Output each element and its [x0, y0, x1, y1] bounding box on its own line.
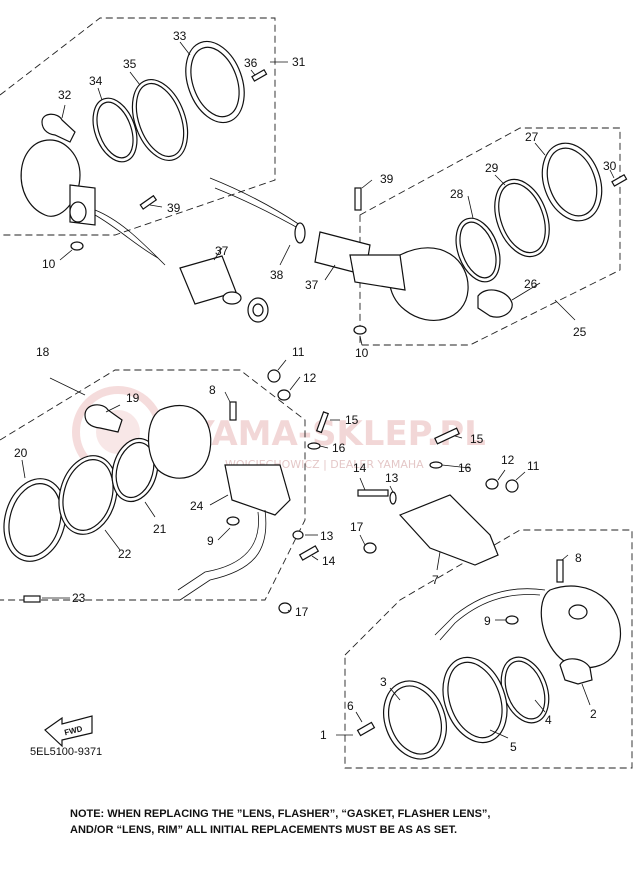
callout-29: 29	[485, 161, 499, 175]
callout-7: 7	[432, 573, 439, 587]
callout-37-left: 37	[215, 244, 229, 258]
callout-13-upper: 13	[385, 471, 399, 485]
callout-4: 4	[545, 713, 552, 727]
callout-17-lower: 17	[295, 605, 309, 619]
callout-9-right: 9	[484, 614, 491, 628]
callout-16-right: 16	[458, 461, 472, 475]
callout-18: 18	[36, 345, 50, 359]
callout-13-lower: 13	[320, 529, 334, 543]
callout-10-left: 10	[42, 257, 56, 271]
callout-16-left: 16	[332, 441, 346, 455]
watermark: YAMA-SKLEP.PL WOJCIECHOWICZ | DEALER YAM…	[72, 386, 486, 478]
callout-25: 25	[573, 325, 587, 339]
callout-11-upper: 11	[292, 345, 305, 359]
callout-32: 32	[58, 88, 72, 102]
callout-14-upper: 14	[353, 461, 367, 475]
callout-15-left: 15	[345, 413, 359, 427]
callout-15-right: 15	[470, 432, 484, 446]
group-outline-25	[359, 127, 621, 346]
callout-30: 30	[603, 159, 617, 173]
callout-24: 24	[190, 499, 204, 513]
note-line-2: AND/OR “LENS, RIM” ALL INITIAL REPLACEME…	[70, 824, 458, 836]
callout-8-upper: 8	[209, 383, 216, 397]
callout-39-right: 39	[380, 172, 394, 186]
callout-3: 3	[380, 675, 387, 689]
callout-39-left: 39	[167, 201, 181, 215]
callout-26: 26	[524, 277, 538, 291]
rear-right-flasher-assembly	[209, 142, 628, 346]
callout-36: 36	[244, 56, 258, 70]
callout-19: 19	[126, 391, 140, 405]
callout-28: 28	[450, 187, 464, 201]
front-left-flasher-assembly	[3, 359, 340, 614]
callout-1: 1	[320, 728, 327, 742]
callout-11-lower: 11	[527, 459, 540, 473]
watermark-main: YAMA-SKLEP.PL	[189, 414, 486, 454]
callout-14-lower: 14	[322, 554, 336, 568]
fwd-label: FWD	[63, 724, 83, 737]
drawing-code: 5EL5100-9371	[30, 746, 102, 758]
replacement-note: NOTE: WHEN REPLACING THE ”LENS, FLASHER”…	[70, 806, 610, 838]
callout-27: 27	[525, 130, 539, 144]
callout-6: 6	[347, 699, 354, 713]
group-outline-18	[0, 369, 306, 601]
callout-31: 31	[292, 55, 306, 69]
callout-2: 2	[590, 707, 597, 721]
callout-8-lower: 8	[575, 551, 582, 565]
rear-left-flasher-assembly	[20, 40, 288, 305]
callout-23: 23	[72, 591, 86, 605]
group-outline-1	[344, 529, 633, 769]
callout-37-right: 37	[305, 278, 319, 292]
front-right-flasher-assembly	[336, 427, 622, 760]
callout-22: 22	[118, 547, 132, 561]
note-line-1: NOTE: WHEN REPLACING THE ”LENS, FLASHER”…	[70, 808, 491, 820]
callout-38: 38	[270, 268, 284, 282]
group-outline-31	[0, 17, 276, 236]
callout-10-right: 10	[355, 346, 369, 360]
callout-12-lower: 12	[501, 453, 515, 467]
callout-17-upper: 17	[350, 520, 364, 534]
callout-20: 20	[14, 446, 28, 460]
callout-12-upper: 12	[303, 371, 317, 385]
callout-labels: 33 35 34 32 36 31 39 10 37 39 27 30 29 2…	[14, 29, 617, 754]
callout-34: 34	[89, 74, 103, 88]
callout-21: 21	[153, 522, 167, 536]
callout-33: 33	[173, 29, 187, 43]
fwd-arrow-icon: FWD	[44, 715, 93, 748]
callout-35: 35	[123, 57, 137, 71]
callout-9-left: 9	[207, 534, 214, 548]
callout-5: 5	[510, 740, 517, 754]
